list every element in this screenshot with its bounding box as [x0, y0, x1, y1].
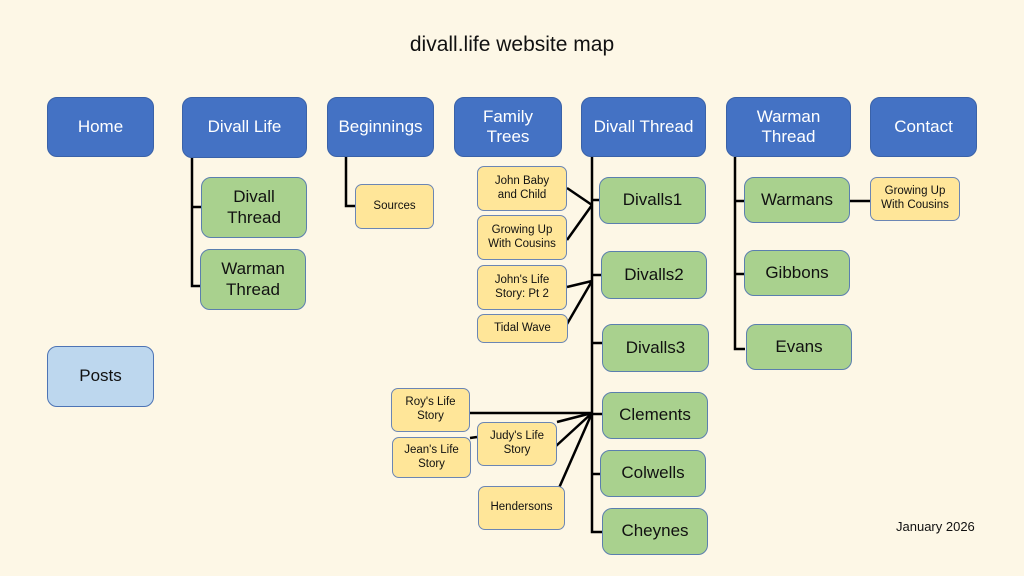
nav-beginnings-label: Beginnings [338, 116, 423, 136]
section-divalls3[interactable]: Divalls3 [602, 324, 709, 372]
section-clements[interactable]: Clements [602, 392, 708, 439]
page-growing-up-with-cousins[interactable]: Growing Up With Cousins [477, 215, 567, 260]
section-warmans[interactable]: Warmans [744, 177, 850, 223]
page-jeans-life-story[interactable]: Jean's Life Story [392, 437, 471, 478]
nav-posts[interactable]: Posts [47, 346, 154, 407]
page-john-baby-and-child[interactable]: John Baby and Child [477, 166, 567, 211]
connector-warman-thread [733, 157, 745, 351]
nav-home[interactable]: Home [47, 97, 154, 157]
page-divall-thread-label: Divall Thread [227, 187, 281, 227]
nav-divall-life[interactable]: Divall Life [182, 97, 307, 158]
connector-beginnings [344, 157, 356, 208]
page-sources[interactable]: Sources [355, 184, 434, 229]
nav-divall-life-label: Divall Life [207, 117, 282, 137]
section-gibbons[interactable]: Gibbons [744, 250, 850, 296]
connector-divall-thread-trunk [590, 157, 603, 534]
section-divalls3-label: Divalls3 [625, 337, 686, 357]
section-divalls2-label: Divalls2 [624, 264, 684, 284]
page-johns-life-story-pt2-label: John's Life Story: Pt 2 [494, 273, 550, 300]
nav-family-trees-label: Family Trees [482, 106, 534, 146]
page-warman-growing-up-with-cousins[interactable]: Growing Up With Cousins [870, 177, 960, 221]
nav-contact[interactable]: Contact [870, 97, 977, 157]
nav-family-trees[interactable]: Family Trees [454, 97, 562, 157]
page-divall-thread[interactable]: Divall Thread [201, 177, 307, 238]
nav-contact-label: Contact [894, 116, 953, 136]
page-sources-label: Sources [373, 199, 416, 212]
connector-divalls2-pages [565, 279, 594, 325]
section-cheynes[interactable]: Cheynes [602, 508, 708, 555]
nav-home-label: Home [77, 116, 124, 136]
page-roys-life-story[interactable]: Roy's Life Story [391, 388, 470, 432]
nav-posts-label: Posts [79, 366, 122, 386]
page-roys-life-story-label: Roy's Life Story [405, 396, 456, 422]
connector-divall-life [190, 157, 202, 288]
nav-warman-thread-label: Warman Thread [756, 106, 821, 146]
section-colwells-label: Colwells [621, 463, 685, 483]
page-warman-growing-up-with-cousins-label: Growing Up With Cousins [881, 185, 949, 211]
page-jeans-life-story-label: Jean's Life Story [404, 443, 459, 470]
page-johns-life-story-pt2[interactable]: John's Life Story: Pt 2 [477, 265, 567, 310]
date-label: January 2026 [896, 519, 975, 534]
section-divalls1-label: Divalls1 [622, 190, 683, 210]
section-evans-label: Evans [775, 336, 823, 356]
page-warman-thread[interactable]: Warman Thread [200, 249, 306, 310]
section-divalls1[interactable]: Divalls1 [599, 177, 706, 224]
section-divalls2[interactable]: Divalls2 [601, 251, 707, 299]
page-tidal-wave[interactable]: Tidal Wave [477, 314, 568, 343]
page-warman-thread-label: Warman Thread [221, 259, 285, 299]
page-john-baby-and-child-label: John Baby and Child [494, 174, 550, 201]
section-colwells[interactable]: Colwells [600, 450, 706, 497]
section-clements-label: Clements [619, 405, 691, 425]
diagram-title: divall.life website map [409, 33, 615, 56]
section-evans[interactable]: Evans [746, 324, 852, 370]
connector-divalls1-pages [565, 186, 594, 241]
page-hendersons[interactable]: Hendersons [478, 486, 565, 530]
section-cheynes-label: Cheynes [621, 521, 689, 541]
page-growing-up-with-cousins-label: Growing Up With Cousins [488, 223, 556, 250]
section-warmans-label: Warmans [760, 189, 834, 209]
nav-divall-thread[interactable]: Divall Thread [581, 97, 706, 157]
page-hendersons-label: Hendersons [490, 501, 553, 514]
nav-beginnings[interactable]: Beginnings [327, 97, 434, 157]
section-gibbons-label: Gibbons [765, 262, 829, 282]
page-judys-life-story[interactable]: Judy's Life Story [477, 422, 557, 466]
nav-warman-thread[interactable]: Warman Thread [726, 97, 851, 157]
page-tidal-wave-label: Tidal Wave [494, 321, 551, 334]
nav-divall-thread-label: Divall Thread [593, 116, 694, 136]
connector-clements-pages [469, 411, 594, 489]
page-judys-life-story-label: Judy's Life Story [490, 430, 544, 456]
